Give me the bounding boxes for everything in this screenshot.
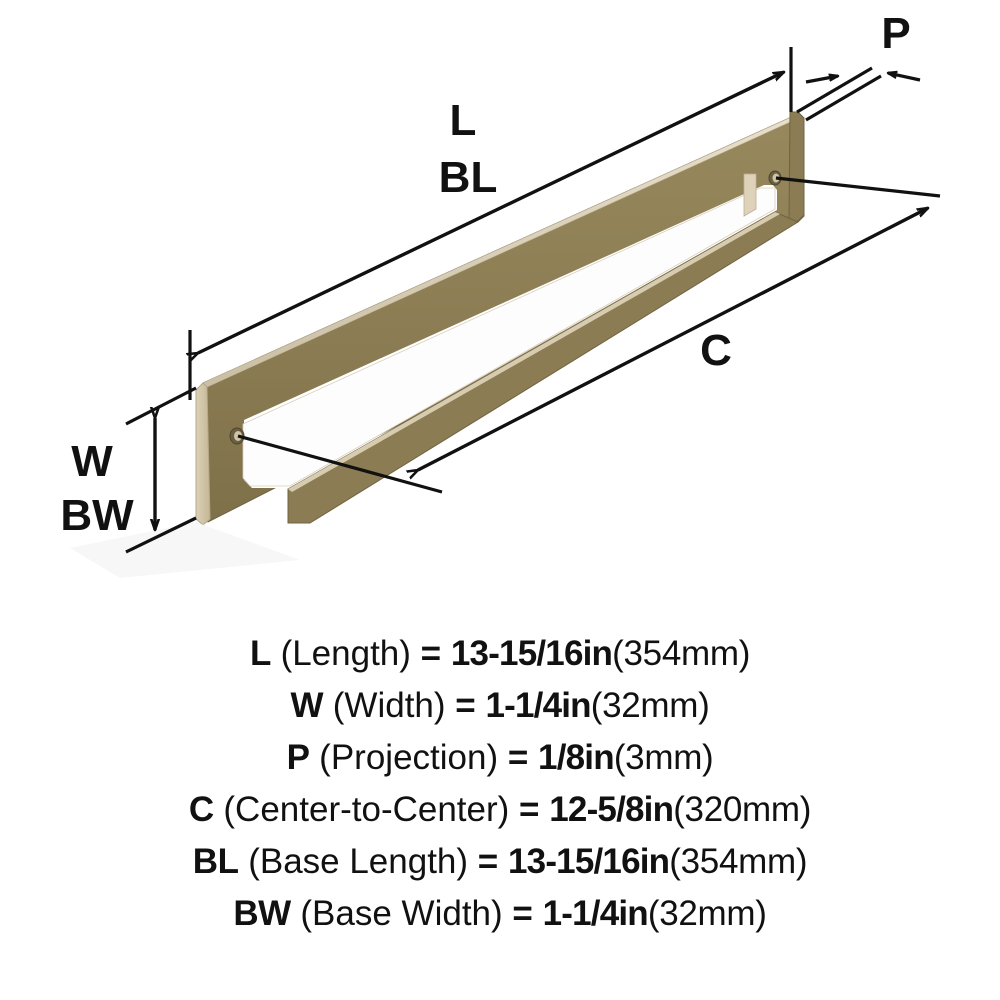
projection-arrow-right [888,73,921,82]
spec-symbol: L [249,634,271,673]
spec-value-mm: (3mm) [613,738,714,777]
spec-equals: = [420,634,442,673]
width-extension-line-bottom [125,516,197,554]
projection-extension-line-b [805,74,882,122]
spec-name: (Length) [280,634,411,673]
spec-equals: = [507,738,529,777]
spec-symbol: BW [233,894,291,933]
spec-name: (Center-to-Center) [223,790,510,829]
spec-value-inches: 13-15/16in [507,842,670,881]
spec-value-mm: (354mm) [669,842,808,881]
spec-symbol: P [286,738,310,777]
spec-name: (Width) [332,686,446,725]
handle-body [70,111,805,578]
spec-row: BW (Base Width) = 1-1/4in(32mm) [0,888,1000,940]
c-dimension-line [418,206,928,470]
spec-row: L (Length) = 13-15/16in(354mm) [0,628,1000,680]
handle-cast-shadow [70,522,300,578]
spec-symbol: W [290,686,324,725]
spec-name: (Base Width) [300,894,503,933]
c-leader-right [775,176,941,198]
product-diagram: L BL P C [60,9,941,578]
length-label: L [450,96,477,145]
specifications-list: L (Length) = 13-15/16in(354mm) W (Width)… [0,618,1000,1000]
spec-row: C (Center-to-Center) = 12-5/8in(320mm) [0,784,1000,836]
spec-value-mm: (354mm) [612,634,751,673]
projection-label: P [881,9,910,58]
projection-extension-line-a [796,66,873,114]
base-length-label: BL [439,153,498,202]
spec-value-inches: 1/8in [538,738,615,777]
spec-value-mm: (32mm) [647,894,767,933]
spec-value-mm: (320mm) [673,790,812,829]
spec-equals: = [477,842,499,881]
handle-right-end-face [788,111,805,222]
width-label: W [71,437,113,486]
dimension-center-to-center: C [237,176,941,494]
base-width-label: BW [60,491,134,540]
projection-arrow-left [805,76,838,84]
width-extension-line-top [125,386,197,426]
center-to-center-label: C [700,326,732,375]
spec-value-inches: 13-15/16in [450,634,613,673]
handle-cutout-right-edge [743,173,757,217]
spec-symbol: C [188,790,214,829]
spec-symbol: BL [192,842,239,881]
spec-value-inches: 12-5/8in [549,790,674,829]
spec-value-inches: 1-1/4in [485,686,591,725]
dimension-projection: P [796,9,921,122]
spec-value-inches: 1-1/4in [542,894,649,933]
spec-value-mm: (32mm) [590,686,710,725]
c-leader-left [237,434,443,494]
spec-row: BL (Base Length) = 13-15/16in(354mm) [0,836,1000,888]
spec-name: (Base Length) [248,842,469,881]
spec-equals: = [512,894,533,933]
spec-name: (Projection) [319,738,499,777]
dimension-width: W BW [60,386,197,554]
spec-equals: = [455,686,476,725]
spec-equals: = [519,790,540,829]
spec-row: P (Projection) = 1/8in(3mm) [0,732,1000,784]
spec-row: W (Width) = 1-1/4in(32mm) [0,680,1000,732]
